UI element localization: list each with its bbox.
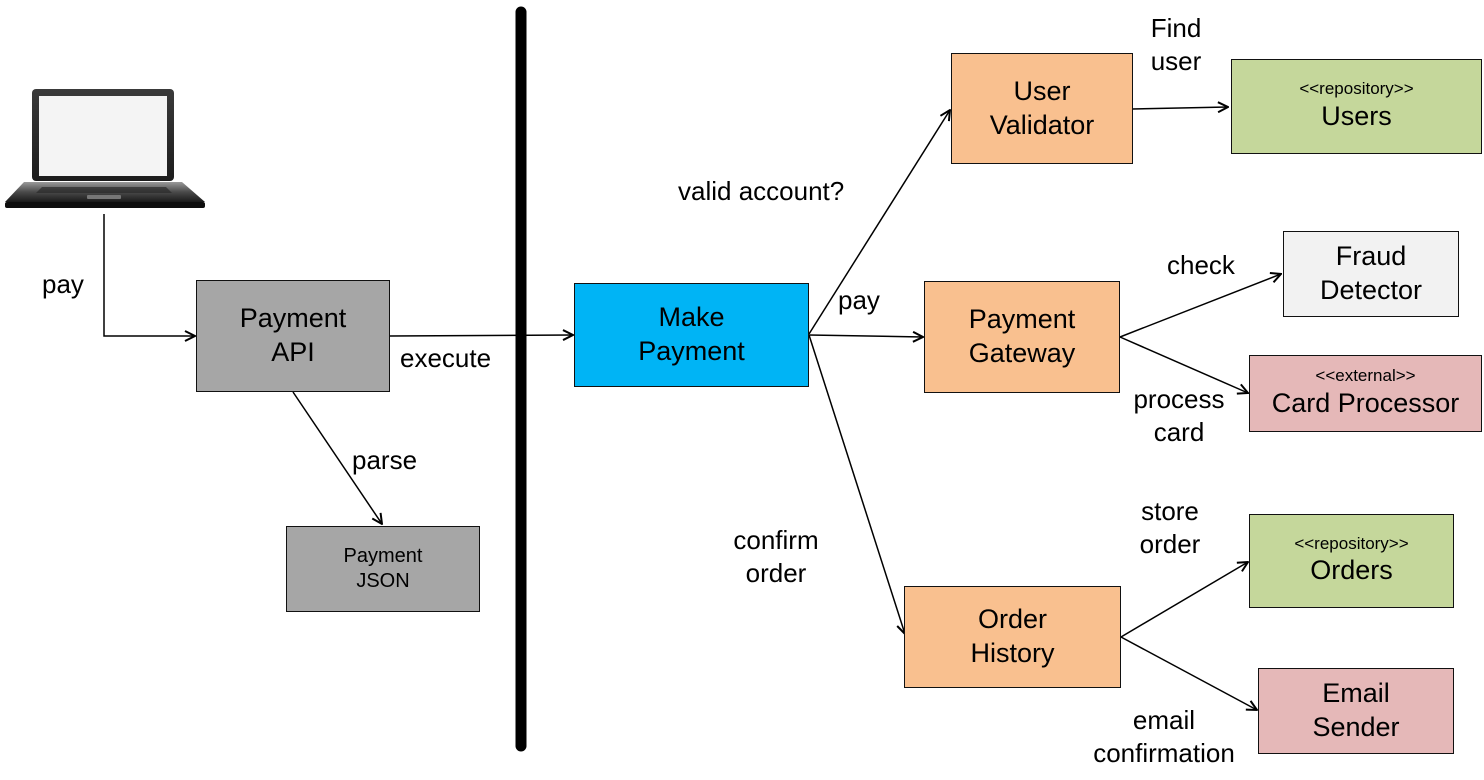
fraud-detector-label-2: Detector [1319,275,1423,305]
payment-api-label-2: API [271,337,315,367]
make-payment-label-2: Payment [638,336,745,366]
fraud-detector-label-1: Fraud [1335,241,1407,272]
users-repository-box: <<repository>> Users [1231,59,1482,154]
payment-gateway-label-1: Payment [968,304,1076,335]
edge-label-parse-1: parse [352,445,418,475]
payment-json-label-1: Payment [343,545,423,567]
edge-label-pay-gateway-1: pay [838,285,880,315]
users-stereotype: <<repository>> [1299,79,1414,99]
user-validator-box: User Validator [951,53,1133,164]
edge-pay-api [103,214,195,336]
edge-check [1119,274,1281,338]
edge-label-find-user-1: Find [1150,13,1202,43]
payment-gateway-box: Payment Gateway [924,281,1120,393]
edge-label-confirm-order-2: order [745,558,807,588]
order-history-label-2: History [970,638,1055,668]
make-payment-label-1: Make [658,302,725,333]
edge-label-email-confirmation-2: confirmation [1093,738,1235,768]
edge-label-valid-account-1: valid account? [678,176,845,206]
edge-label-pay-api-1: pay [42,269,84,299]
edge-label-process-card-1: process [1133,384,1225,414]
email-sender-label-1: Email [1322,678,1390,709]
order-history-box: Order History [904,586,1121,688]
edge-pay-gateway [808,335,923,337]
make-payment-box: Make Payment [574,283,809,387]
edge-process-card [1119,336,1248,393]
payment-gateway-label-2: Gateway [968,338,1076,368]
edge-find-user [1131,107,1228,109]
edge-label-confirm-order: confirm order [722,524,830,590]
edge-confirm-order [808,334,905,634]
edge-label-execute: execute [400,342,491,375]
edge-label-find-user: Find user [1136,12,1216,78]
order-history-label-1: Order [977,604,1048,635]
edge-parse [292,391,382,524]
edge-label-store-order: store order [1126,495,1214,561]
payment-json-box: Payment JSON [286,526,480,612]
laptop-icon [5,89,205,208]
orders-label: Orders [1310,555,1393,586]
orders-stereotype: <<repository>> [1294,533,1409,553]
edge-valid-account [808,110,950,335]
orders-repository-box: <<repository>> Orders [1249,514,1454,608]
edge-label-find-user-2: user [1150,46,1202,76]
edge-label-email-confirmation-1: email [1132,705,1196,735]
fraud-detector-box: Fraud Detector [1283,231,1459,317]
payment-api-label-1: Payment [239,303,347,334]
edge-email-confirmation [1120,636,1257,710]
edge-label-pay-gateway: pay [838,284,880,317]
edge-label-confirm-order-1: confirm [733,525,819,555]
edge-label-store-order-1: store [1141,496,1199,526]
edge-store-order [1120,562,1248,638]
edge-label-store-order-2: order [1139,529,1201,559]
user-validator-label-1: User [1013,75,1071,106]
users-label: Users [1321,100,1392,131]
edge-label-check-1: check [1167,250,1235,280]
payment-api-box: Payment API [196,280,390,392]
edge-label-check: check [1167,249,1235,282]
email-sender-box: Email Sender [1258,668,1454,754]
edge-label-valid-account: valid account? [678,175,844,208]
email-sender-label-2: Sender [1312,712,1400,742]
edge-label-pay-api: pay [42,268,84,301]
user-validator-label-2: Validator [989,109,1095,140]
edge-label-email-confirmation: email confirmation [1080,704,1248,770]
card-processor-stereotype: <<external>> [1315,366,1416,386]
edge-label-execute-1: execute [400,343,492,373]
card-processor-box: <<external>> Card Processor [1249,355,1482,432]
edge-execute [389,335,573,336]
edge-label-process-card: process card [1124,383,1234,449]
edge-label-parse: parse [352,444,417,477]
edge-label-process-card-2: card [1153,417,1205,447]
card-processor-label: Card Processor [1271,387,1460,418]
payment-json-label-2: JSON [356,570,410,592]
